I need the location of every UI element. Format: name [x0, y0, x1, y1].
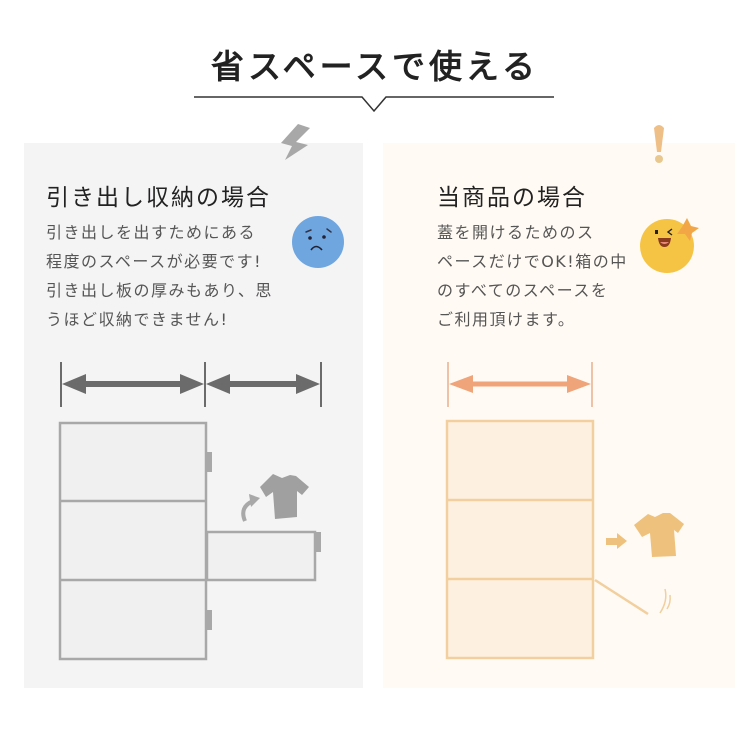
title-underline-pointer — [194, 96, 554, 113]
drawer-panel-heading: 引き出し収納の場合 — [46, 185, 271, 211]
product-panel-description: 蓋を開けるためのス ペースだけでOK!箱の中 のすべてのスペースを ご利用頂けま… — [437, 223, 628, 329]
product-panel-heading: 当商品の場合 — [437, 185, 587, 211]
page-title: 省スペースで使える — [210, 47, 540, 86]
drawer-panel-description: 引き出しを出すためにある 程度のスペースが必要です! 引き出し板の厚みもあり、思… — [46, 223, 273, 329]
